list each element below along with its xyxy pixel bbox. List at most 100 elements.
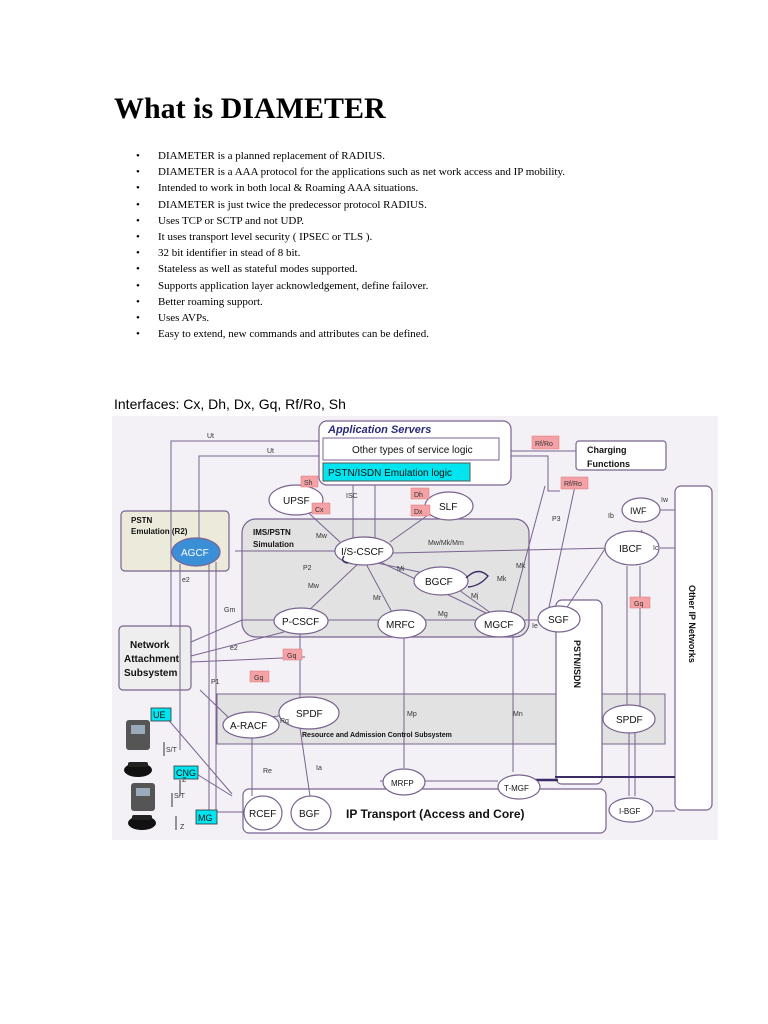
rcef-node xyxy=(243,795,283,831)
tag-rfro-2-label: Rf/Ro xyxy=(564,481,582,488)
z-label-1: Z xyxy=(182,777,187,784)
ia-label: Ia xyxy=(316,765,322,772)
tag-gq-3-label: Gq xyxy=(254,675,263,682)
isc-label: ISC xyxy=(346,493,358,500)
iw-label: Iw xyxy=(661,497,669,504)
phone-icon xyxy=(124,720,152,777)
ie-label: Ie xyxy=(532,623,538,630)
rcef-label: RCEF xyxy=(249,809,276,820)
tag-gq-1-label: Gq xyxy=(634,601,643,608)
mk-label-1: Mk xyxy=(516,563,526,570)
tag-gq-2-label: Gq xyxy=(287,653,296,660)
bgcf-node xyxy=(413,566,469,596)
agcf-node xyxy=(171,537,221,567)
ip-transport-label: IP Transport (Access and Core) xyxy=(346,807,525,821)
tmgf-label: T-MGF xyxy=(504,784,529,793)
upsf-node xyxy=(268,484,324,516)
tmgf-node xyxy=(497,774,541,800)
ibgf-node xyxy=(608,797,654,823)
mi-label: Mi xyxy=(397,566,405,573)
mg-label: MG xyxy=(198,813,213,823)
bullet-item: Uses TCP or SCTP and not UDP. xyxy=(136,213,565,229)
tag-gq-1 xyxy=(629,596,651,609)
bullet-item: It uses transport level security ( IPSEC… xyxy=(136,229,565,245)
bullet-item: Intended to work in both local & Roaming… xyxy=(136,180,565,196)
phone-icon xyxy=(128,783,156,830)
mg-label-iface: Mg xyxy=(438,611,448,618)
tag-cx-label: Cx xyxy=(315,507,324,514)
tag-rfro-1-label: Rf/Ro xyxy=(535,441,553,448)
tag-rfro-2 xyxy=(560,476,589,490)
sgf-node xyxy=(537,605,581,633)
tag-gq-3 xyxy=(249,670,270,683)
other-logic-label: Other types of service logic xyxy=(352,445,473,456)
bullet-item: Easy to extend, new commands and attribu… xyxy=(136,326,565,342)
bgcf-label: BGCF xyxy=(425,577,453,588)
tag-rfro-1 xyxy=(531,435,560,450)
bullet-item: 32 bit identifier in stead of 8 bit. xyxy=(136,245,565,261)
tag-dx-label: Dx xyxy=(414,509,423,516)
mg-device xyxy=(195,809,218,825)
pstn-emulation-label-2: Emulation (R2) xyxy=(131,527,188,536)
st-label-1: S/T xyxy=(166,747,178,754)
bullet-item: DIAMETER is a planned replacement of RAD… xyxy=(136,148,565,164)
pstn-isdn-label: PSTN/ISDN xyxy=(572,640,582,688)
bullet-item: DIAMETER is a AAA protocol for the appli… xyxy=(136,164,565,180)
racs-label: Resource and Admission Control Subsystem xyxy=(302,732,452,739)
mr-label: Mr xyxy=(373,595,382,602)
cng-device xyxy=(173,765,199,780)
mn-label: Mn xyxy=(513,711,523,718)
spdf-label: SPDF xyxy=(296,709,323,720)
upsf-label: UPSF xyxy=(283,496,310,507)
charging-functions-box xyxy=(575,440,667,471)
mp-label: Mp xyxy=(407,711,417,718)
connection-lines xyxy=(165,440,675,813)
mw-label-1: Mw xyxy=(316,533,328,540)
tag-dx xyxy=(410,504,431,517)
mgcf-label: MGCF xyxy=(484,620,513,631)
tag-cx xyxy=(311,502,331,515)
cng-label: CNG xyxy=(176,768,196,778)
st-label-2: S/T xyxy=(174,793,186,800)
ib-label: Ib xyxy=(608,513,614,520)
spdf-label-2: SPDF xyxy=(616,715,643,726)
mj-label: Mj xyxy=(471,593,479,600)
charging-label-2: Functions xyxy=(587,459,630,469)
bullet-item: DIAMETER is just twice the predecessor p… xyxy=(136,197,565,213)
nass-label-1: Network xyxy=(130,640,170,651)
pstn-logic-label: PSTN/ISDN Emulation logic xyxy=(328,468,452,479)
ibcf-label: IBCF xyxy=(619,544,642,555)
iscscf-loop-arrow xyxy=(341,555,349,564)
bgf-label: BGF xyxy=(299,809,320,820)
spdf-node xyxy=(278,696,340,730)
gm-label: Gm xyxy=(224,607,235,614)
pcscf-node xyxy=(273,607,329,635)
other-ip-networks-box xyxy=(674,485,713,811)
interfaces-caption: Interfaces: Cx, Dh, Dx, Gq, Rf/Ro, Sh xyxy=(114,396,346,412)
bgcf-loop-arrow xyxy=(465,570,489,588)
aracf-label: A-RACF xyxy=(230,721,267,732)
tag-dh xyxy=(410,487,430,500)
mk-label-2: Mk xyxy=(497,576,507,583)
ims-sim-label-1: IMS/PSTN xyxy=(253,528,291,537)
page-title: What is DIAMETER xyxy=(114,92,386,125)
e2-label-1: e2 xyxy=(182,577,190,584)
mgcf-node xyxy=(474,610,526,638)
ut-label-1: Ut xyxy=(207,433,214,440)
pstn-isdn-box xyxy=(555,599,603,785)
slf-label: SLF xyxy=(439,502,457,513)
agcf-label: AGCF xyxy=(181,548,209,559)
ue-label: UE xyxy=(153,710,166,720)
application-servers-label: Application Servers xyxy=(327,424,431,436)
bullet-list: DIAMETER is a planned replacement of RAD… xyxy=(136,148,565,342)
bullet-item: Uses AVPs. xyxy=(136,310,565,326)
bgf-node xyxy=(290,795,332,831)
ut-label-2: Ut xyxy=(267,448,274,455)
iscscf-node xyxy=(334,536,394,566)
other-logic-box xyxy=(322,437,500,461)
mrfp-label: MRFP xyxy=(391,779,414,788)
ims-sim-label-2: Simulation xyxy=(253,540,294,549)
iscscf-label: I/S-CSCF xyxy=(341,547,384,558)
mw-label-2: Mw xyxy=(308,583,320,590)
